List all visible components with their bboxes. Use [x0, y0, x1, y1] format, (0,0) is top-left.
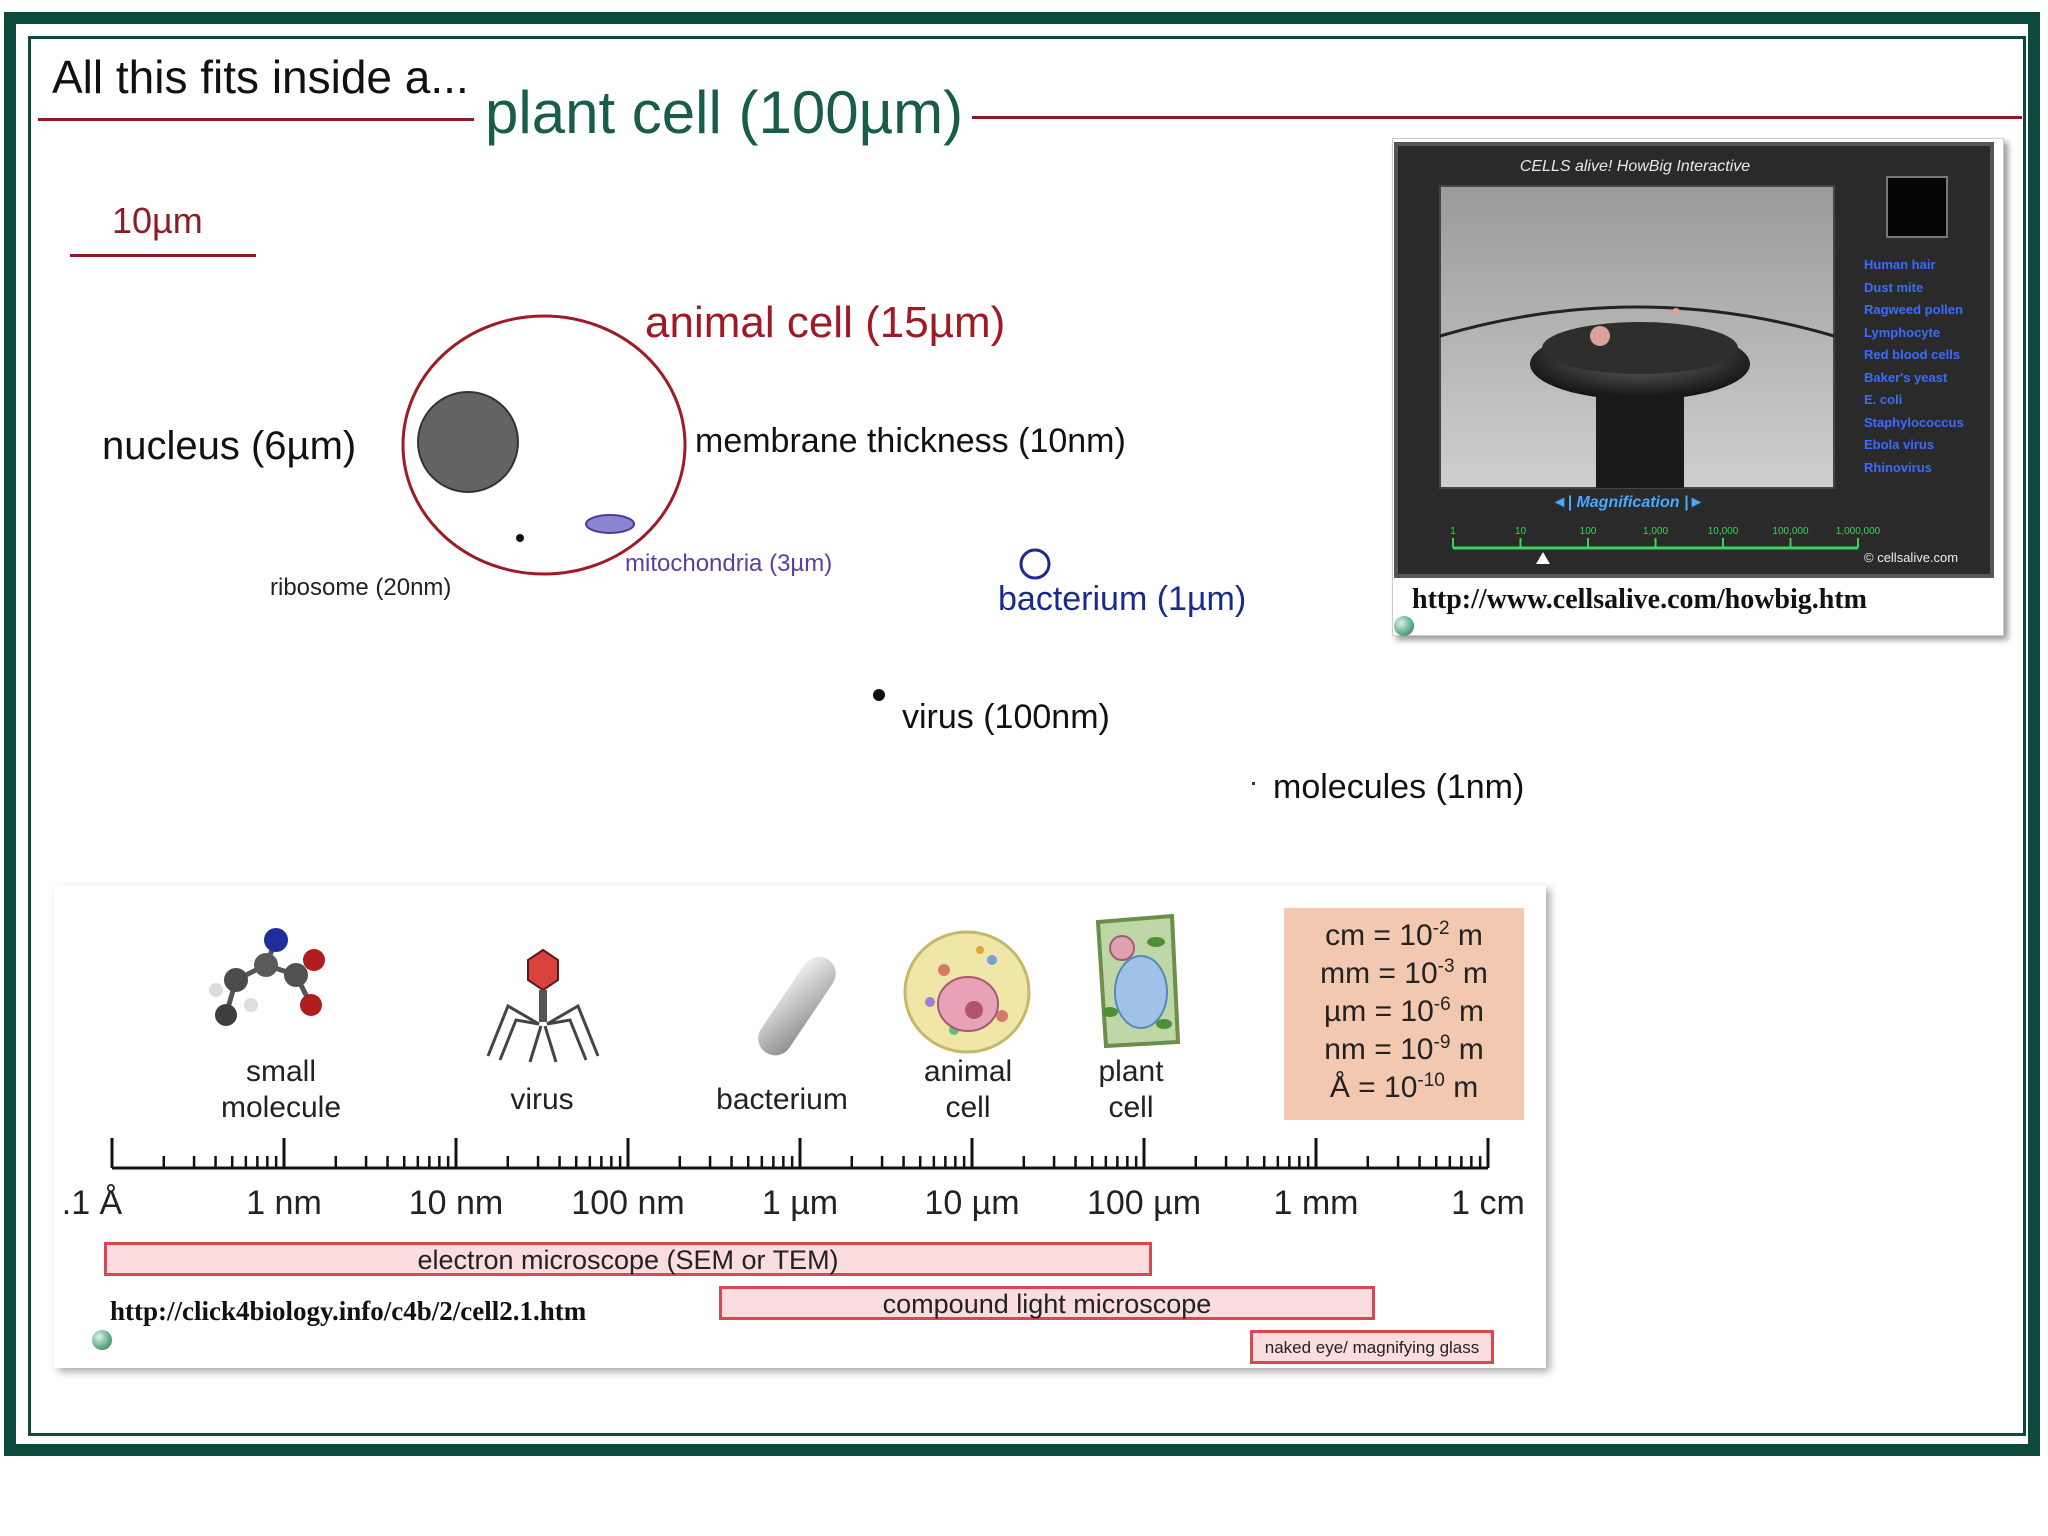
conversion-line: nm = 10-9 m [1324, 1032, 1484, 1066]
howbig-specimen-item[interactable]: Lymphocyte [1864, 324, 1941, 340]
animal-cell-diagram [401, 314, 687, 576]
howbig-specimen-item[interactable]: Human hair [1864, 257, 1936, 272]
scale-bar-line [70, 254, 256, 257]
mag-tick-label: 10,000 [1708, 526, 1739, 537]
mitochondria-shape [585, 514, 635, 534]
howbig-specimen-item[interactable]: Red blood cells [1864, 347, 1961, 362]
conversion-line: mm = 10-3 m [1320, 956, 1488, 990]
ruler-tick-label: 1 cm [1451, 1184, 1525, 1222]
ruler-tick-label: 1 nm [246, 1184, 322, 1222]
conversion-line: cm = 10-2 m [1325, 918, 1483, 952]
click4biology-globe-icon [92, 1330, 112, 1350]
howbig-specimen-item[interactable]: Staphylococcus [1864, 414, 1964, 430]
ruler-tick-label: .1 Å [62, 1184, 123, 1222]
ruler-tick-label: 100 µm [1087, 1184, 1201, 1222]
mag-slider-thumb[interactable] [1536, 552, 1550, 564]
howbig-title: CELLS alive! HowBig Interactive [1519, 158, 1751, 175]
electron-microscope-range: electron microscope (SEM or TEM) [104, 1242, 1152, 1276]
scale-item-label-line: cell [1108, 1091, 1154, 1124]
light-microscope-range: compound light microscope [719, 1286, 1375, 1320]
scale-item-label-line: molecule [220, 1091, 342, 1124]
animal-cell-image [903, 930, 1031, 1054]
ruler-tick-label: 10 nm [409, 1184, 504, 1222]
scale-item-label-line: animal [923, 1055, 1013, 1088]
slide-subtitle: plant cell (100µm) [485, 79, 964, 146]
virus-image [486, 948, 600, 1063]
bacterium-shape [1019, 548, 1051, 580]
howbig-thumbnail [1886, 176, 1948, 238]
animal-cell-membrane [401, 314, 687, 576]
virus-dot [873, 689, 885, 701]
molecules-label: molecules (1nm) [1273, 768, 1525, 806]
mag-tick-label: 10 [1515, 526, 1527, 537]
slide-title: All this fits inside a... [52, 51, 469, 103]
scale-item-label-line: small [245, 1055, 316, 1088]
conversion-line: Å = 10-10 m [1329, 1070, 1479, 1104]
slide-outer-border [4, 12, 2040, 1456]
ruler-tick-label: 10 µm [924, 1184, 1019, 1222]
membrane-label: membrane thickness (10nm) [695, 422, 1126, 460]
unit-conversion-box: cm = 10-2 m mm = 10-3 m µm = 10-6 m nm = 10… [1284, 908, 1524, 1120]
howbig-url[interactable]: http://www.cellsalive.com/howbig.htm [1412, 584, 1867, 615]
bacterium-image [758, 956, 836, 1056]
ribosome-label: ribosome (20nm) [270, 574, 452, 601]
ruler-tick-label: 1 µm [762, 1184, 838, 1222]
molecule-dot [1252, 782, 1255, 785]
mag-right-arrow-icon[interactable]: |► [1684, 494, 1705, 511]
nucleus-label: nucleus (6µm) [102, 424, 357, 468]
scale-item-label-line: plant [1098, 1055, 1164, 1088]
howbig-specimen-item[interactable]: Ebola virus [1864, 437, 1935, 452]
howbig-specimen-item[interactable]: Ragweed pollen [1864, 302, 1963, 317]
mag-tick-label: 1,000 [1643, 526, 1668, 537]
plant-cell-image [1095, 913, 1181, 1049]
scale-bar-label: 10µm [112, 200, 203, 241]
mag-left-arrow-icon[interactable]: ◄| [1551, 494, 1572, 511]
slide-inner-border [28, 36, 2026, 1436]
mag-tick-label: 1,000,000 [1836, 526, 1881, 537]
howbig-specimen-item[interactable]: Baker's yeast [1864, 369, 1948, 385]
naked-eye-range: naked eye/ magnifying glass [1250, 1330, 1494, 1364]
howbig-specimen-item[interactable]: Rhinovirus [1864, 459, 1932, 475]
click4biology-url[interactable]: http://click4biology.info/c4b/2/cell2.1.… [110, 1296, 587, 1326]
howbig-viewport [1439, 185, 1835, 489]
magnification-label: Magnification [1576, 494, 1680, 511]
mag-tick-label: 1 [1450, 526, 1456, 537]
howbig-specimen-item[interactable]: Dust mite [1864, 279, 1924, 295]
howbig-specimen-item[interactable]: E. coli [1864, 392, 1903, 407]
ribosome-shape [516, 534, 524, 542]
title-underline [38, 118, 474, 121]
nucleus-shape [417, 391, 519, 493]
howbig-copyright: © cellsalive.com [1864, 550, 1959, 565]
animal-cell-label: animal cell (15µm) [645, 298, 1006, 347]
virus-label: virus (100nm) [902, 698, 1110, 736]
scale-item-label-line: virus [510, 1083, 574, 1116]
mitochondria-label: mitochondria (3µm) [625, 550, 833, 577]
small-molecule-image [209, 928, 325, 1026]
scale-item-label: virus [470, 1082, 614, 1118]
magnification-control[interactable]: ◄| Magnification |► [1528, 494, 1728, 512]
size-ruler: .1 Å 1 nm 10 nm 100 nm 1 µm 10 µm 100 µm 1 mm 1 … [62, 1138, 1525, 1222]
howbig-globe-icon [1394, 616, 1414, 636]
ruler-tick-label: 100 nm [571, 1184, 684, 1222]
subtitle-rule [972, 116, 2022, 119]
scale-item-label: bacterium [700, 1082, 864, 1118]
mag-tick-label: 100 [1580, 526, 1597, 537]
mag-tick-label: 100,000 [1772, 526, 1809, 537]
conversion-line: µm = 10-6 m [1323, 994, 1485, 1028]
magnification-scale[interactable]: 1 10 100 1,000 10,000 100,000 1,000,000 [1448, 520, 1881, 570]
bacterium-label: bacterium (1µm) [998, 580, 1247, 618]
ruler-tick-label: 1 mm [1274, 1184, 1359, 1222]
scale-item-label-line: bacterium [716, 1083, 848, 1116]
scale-item-label-line: cell [945, 1091, 991, 1124]
